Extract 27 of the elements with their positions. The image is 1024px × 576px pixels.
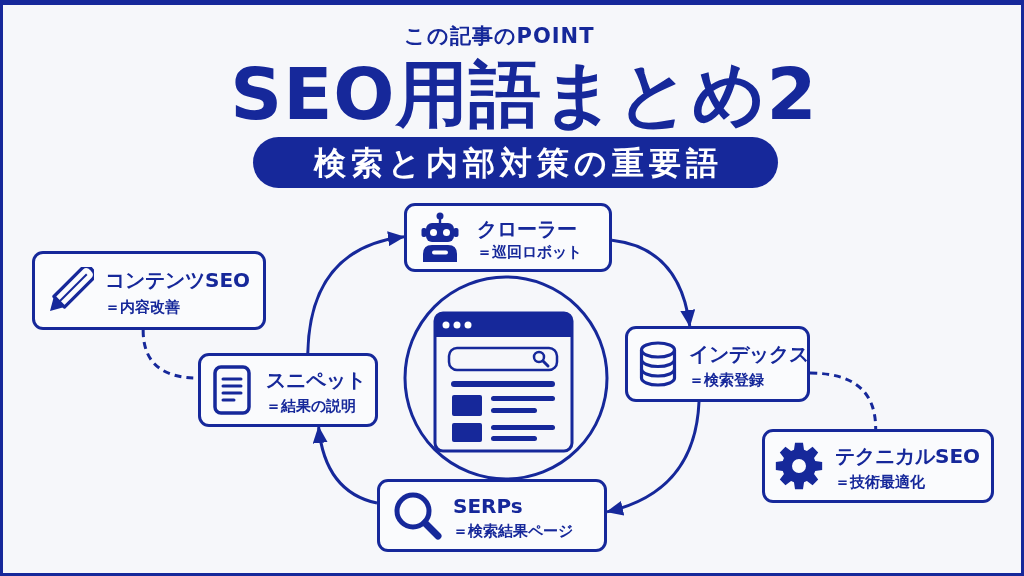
cycle-arrow: [306, 232, 405, 354]
term-card: [625, 326, 810, 402]
term-card: [377, 479, 607, 552]
term-definition: ＝内容改善: [105, 300, 180, 316]
cycle-arrow: [611, 238, 695, 327]
term-name: スニペット: [266, 370, 366, 391]
term-card: [404, 203, 612, 272]
term-definition: ＝検索登録: [689, 373, 764, 389]
term-name: インデックス: [689, 344, 809, 365]
term-definition: ＝結果の説明: [266, 398, 356, 414]
term-name: コンテンツSEO: [105, 270, 251, 291]
subtitle-text: 検索と内部対策の重要語: [312, 146, 723, 179]
cycle-arrow: [313, 426, 378, 505]
term-card: [762, 429, 994, 503]
subtitle-banner: [253, 137, 778, 188]
term-name: テクニカルSEO: [835, 446, 981, 467]
main-title: SEO用語まとめ2: [229, 58, 819, 130]
term-definition: ＝技術最適化: [835, 474, 925, 490]
term-card: [32, 251, 266, 330]
term-card: [198, 353, 378, 427]
term-name: SERPs: [453, 496, 523, 516]
term-definition: ＝検索結果ページ: [453, 524, 573, 540]
term-definition: ＝巡回ロボット: [477, 245, 582, 261]
dashed-connector: [809, 371, 878, 430]
term-name: クローラー: [477, 218, 577, 239]
cycle-arrow: [606, 401, 701, 515]
kicker-text: この記事のPOINT: [402, 26, 596, 47]
